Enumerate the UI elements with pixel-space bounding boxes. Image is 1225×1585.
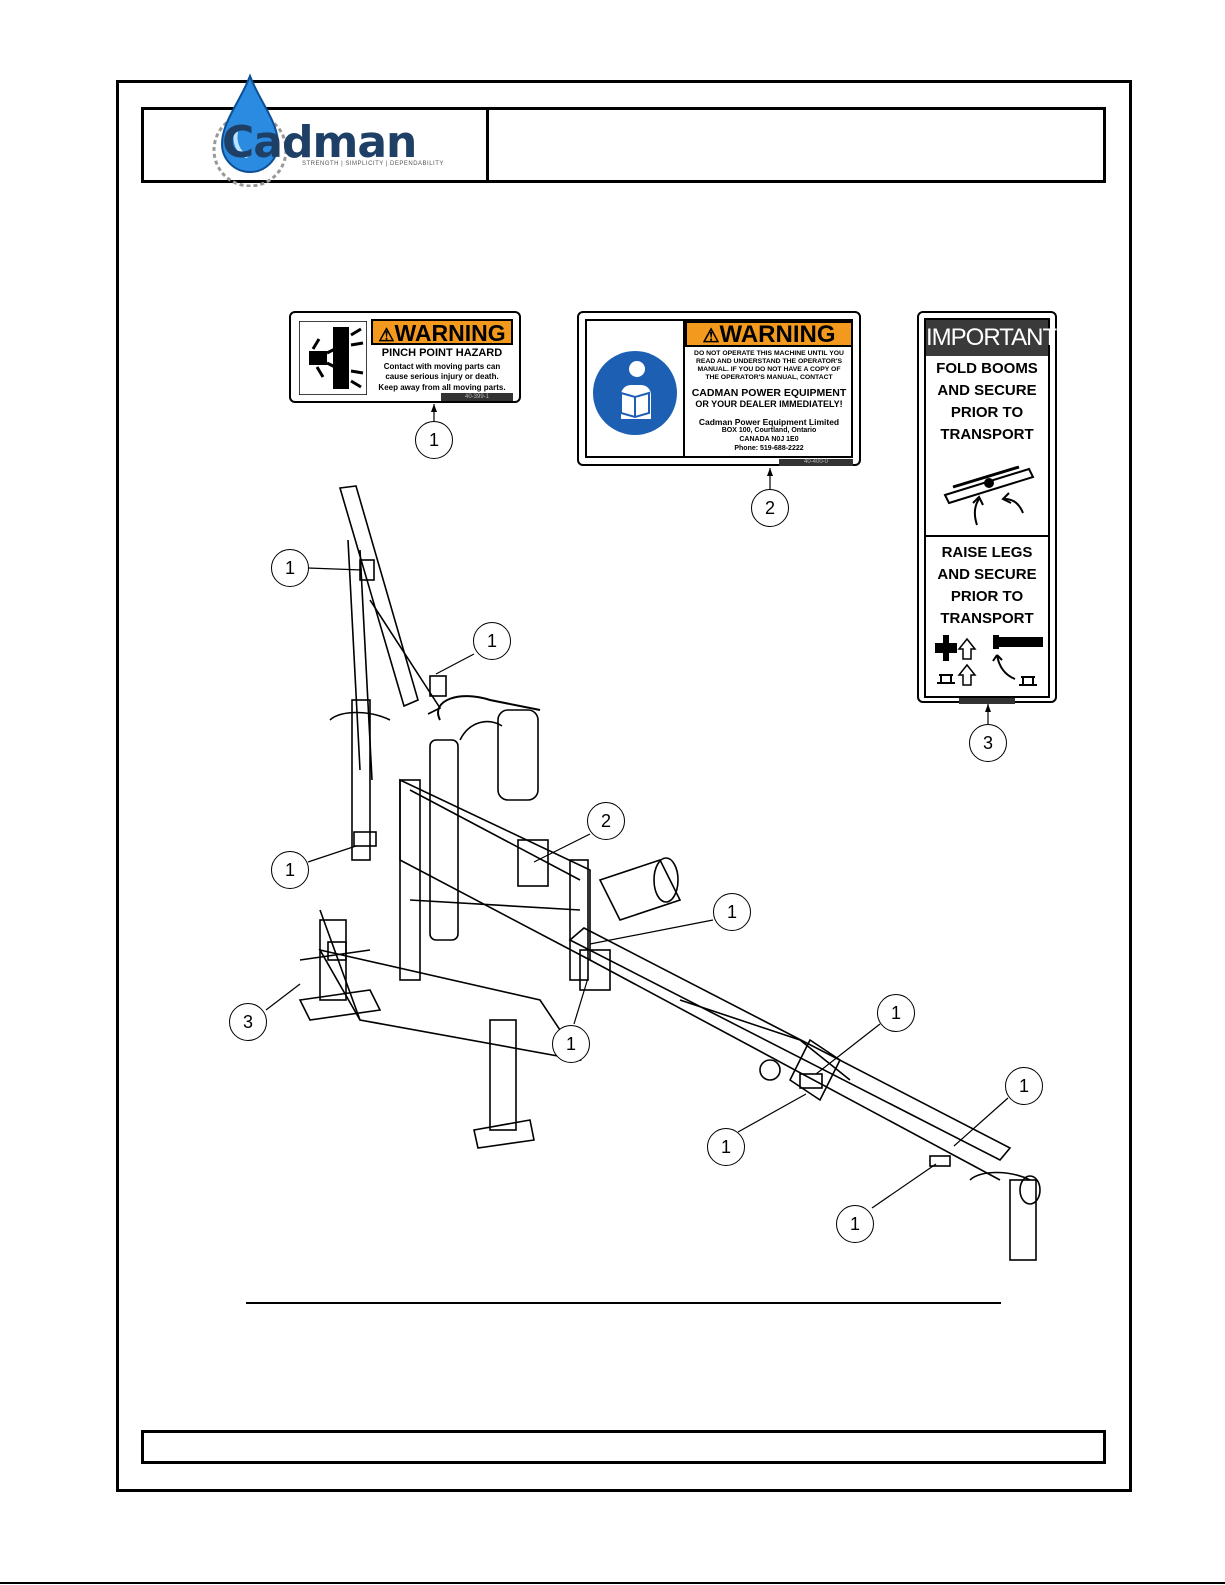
pinch-line-2: cause serious injury or death. xyxy=(385,372,499,381)
pinch-title: PINCH POINT HAZARD xyxy=(381,347,503,359)
fold-line-4: TRANSPORT xyxy=(940,426,1034,443)
callout-marker-7: 1 xyxy=(552,1025,590,1063)
caption-rule xyxy=(246,1302,1001,1304)
manual-line-6: OR YOUR DEALER IMMEDIATELY! xyxy=(695,399,843,409)
manual-line-2: READ AND UNDERSTAND THE OPERATOR'S xyxy=(696,358,842,365)
callout-marker-4: 2 xyxy=(587,802,625,840)
pinch-line-3: Keep away from all moving parts. xyxy=(378,383,506,392)
manual-warning-decal: ⚠WARNING DO NOT OPERATE THIS MACHINE UNT… xyxy=(577,311,861,466)
water-drop-logo-icon xyxy=(212,73,288,187)
raise-line-3: PRIOR TO xyxy=(950,588,1024,605)
manual-address-1: BOX 100, Courtland, Ontario xyxy=(721,427,817,434)
header-divider xyxy=(486,107,489,183)
manual-phone: Phone: 519-688-2222 xyxy=(734,445,804,452)
raise-line-4: TRANSPORT xyxy=(940,610,1034,627)
manual-company: Cadman Power Equipment Limited xyxy=(698,417,840,427)
important-inner-frame xyxy=(924,318,1050,698)
logo-wordmark: Cadman xyxy=(222,117,417,168)
header-box xyxy=(141,107,1106,183)
important-header: IMPORTANT! xyxy=(926,320,1063,356)
warning-triangle-icon: ⚠ xyxy=(702,326,720,347)
callout-marker-10: 1 xyxy=(1005,1067,1043,1105)
fold-line-2: AND SECURE xyxy=(937,382,1037,399)
callout-marker-5: 3 xyxy=(229,1003,267,1041)
manual-line-1: DO NOT OPERATE THIS MACHINE UNTIL YOU xyxy=(694,350,844,357)
pinch-part-number: 40-399-1 xyxy=(441,393,513,401)
pinch-hand-icon xyxy=(299,321,367,395)
important-part-number-strip xyxy=(959,698,1015,704)
manual-line-4: THE OPERATOR'S MANUAL, CONTACT xyxy=(705,374,833,381)
callout-marker-1: 1 xyxy=(271,549,309,587)
manual-line-3: MANUAL. IF YOU DO NOT HAVE A COPY OF xyxy=(697,366,841,373)
raise-line-2: AND SECURE xyxy=(937,566,1037,583)
manual-part-number: 40-400-0 xyxy=(779,459,853,466)
fold-line-1: FOLD BOOMS xyxy=(936,360,1038,377)
manual-warning-header: ⚠WARNING xyxy=(685,321,853,347)
manual-divider xyxy=(683,319,685,458)
fold-line-3: PRIOR TO xyxy=(950,404,1024,421)
callout-marker-6: 1 xyxy=(713,893,751,931)
callout-decal-3: 3 xyxy=(969,724,1007,762)
important-divider xyxy=(924,535,1050,537)
pinch-line-1: Contact with moving parts can xyxy=(383,362,501,371)
logo-tagline: STRENGTH | SIMPLICITY | DEPENDABILITY xyxy=(302,161,444,167)
raise-legs-icon xyxy=(935,635,1043,686)
callout-marker-11: 1 xyxy=(836,1205,874,1243)
bottom-line xyxy=(0,1582,1225,1584)
footer-box xyxy=(141,1430,1106,1464)
warning-triangle-icon: ⚠ xyxy=(378,325,395,345)
manual-line-5: CADMAN POWER EQUIPMENT xyxy=(691,387,847,399)
callout-decal-1: 1 xyxy=(415,421,453,459)
callout-marker-3: 1 xyxy=(271,851,309,889)
callout-marker-2: 1 xyxy=(473,622,511,660)
pinch-warning-header: ⚠WARNING xyxy=(371,319,513,345)
pinch-point-decal: ⚠WARNING PINCH POINT HAZARD Contact with… xyxy=(289,311,521,403)
manual-address-2: CANADA N0J 1E0 xyxy=(739,436,799,443)
manual-warning-label: WARNING xyxy=(719,321,836,348)
manual-inner-frame xyxy=(585,319,853,458)
callout-decal-2: 2 xyxy=(751,489,789,527)
important-decal: IMPORTANT! FOLD BOOMS AND SECURE PRIOR T… xyxy=(917,311,1063,704)
pinch-warning-label: WARNING xyxy=(394,320,506,346)
raise-line-1: RAISE LEGS xyxy=(941,544,1033,561)
callout-marker-8: 1 xyxy=(877,994,915,1032)
page-frame xyxy=(116,80,1132,1492)
callout-marker-9: 1 xyxy=(707,1128,745,1166)
machine-illustration xyxy=(298,485,1041,1261)
read-manual-icon xyxy=(593,351,677,435)
fold-booms-icon xyxy=(943,465,1035,526)
